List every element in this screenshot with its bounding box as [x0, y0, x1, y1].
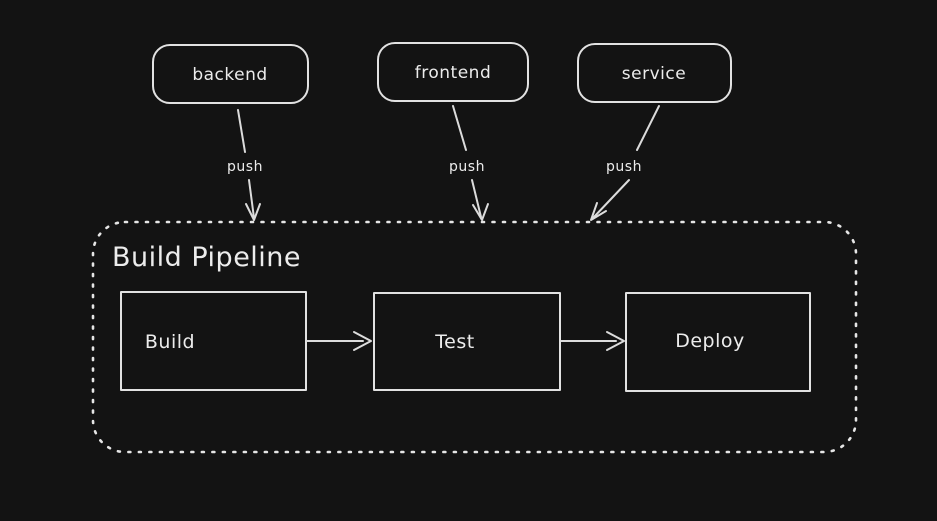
node-backend[interactable]: backend	[152, 44, 309, 104]
node-service[interactable]: service	[577, 43, 732, 103]
arrowhead-service-push-icon	[590, 202, 607, 221]
pipeline-container[interactable]: Build Pipeline	[91, 220, 858, 454]
edge-backend-push-label: push	[227, 159, 263, 175]
edge-test-to-deploy-arrow[interactable]	[560, 331, 625, 351]
node-frontend[interactable]: frontend	[377, 42, 529, 102]
edge-frontend-push-label: push	[449, 159, 485, 175]
stage-deploy-label: Deploy	[675, 330, 745, 352]
stage-build-label: Build	[145, 331, 195, 353]
node-service-shape[interactable]	[577, 43, 732, 103]
edge-frontend-push-arrow[interactable]: push	[449, 105, 489, 221]
arrowhead-test-deploy-icon	[606, 331, 625, 351]
arrowhead-build-test-icon	[353, 331, 372, 351]
pipeline-container-shape[interactable]	[91, 220, 858, 454]
arrowhead-frontend-push-icon	[472, 203, 489, 221]
edge-service-push-label: push	[606, 159, 642, 175]
stage-build[interactable]: Build	[120, 291, 307, 391]
node-backend-shape[interactable]	[152, 44, 309, 104]
stage-deploy-shape[interactable]	[625, 292, 811, 392]
arrowhead-backend-push-icon	[245, 203, 261, 221]
stage-test-label: Test	[434, 331, 474, 353]
pipeline-title: Build Pipeline	[112, 242, 301, 273]
node-frontend-shape[interactable]	[377, 42, 529, 102]
node-service-label: service	[622, 64, 686, 84]
edge-build-to-test-arrow[interactable]	[306, 331, 372, 351]
stage-deploy[interactable]: Deploy	[625, 292, 811, 392]
node-frontend-label: frontend	[415, 63, 491, 83]
node-backend-label: backend	[192, 65, 267, 85]
edge-service-push-arrow[interactable]: push	[590, 105, 660, 221]
edge-backend-push-arrow[interactable]: push	[227, 109, 263, 221]
stage-test-shape[interactable]	[373, 292, 561, 391]
stage-test[interactable]: Test	[373, 292, 561, 391]
